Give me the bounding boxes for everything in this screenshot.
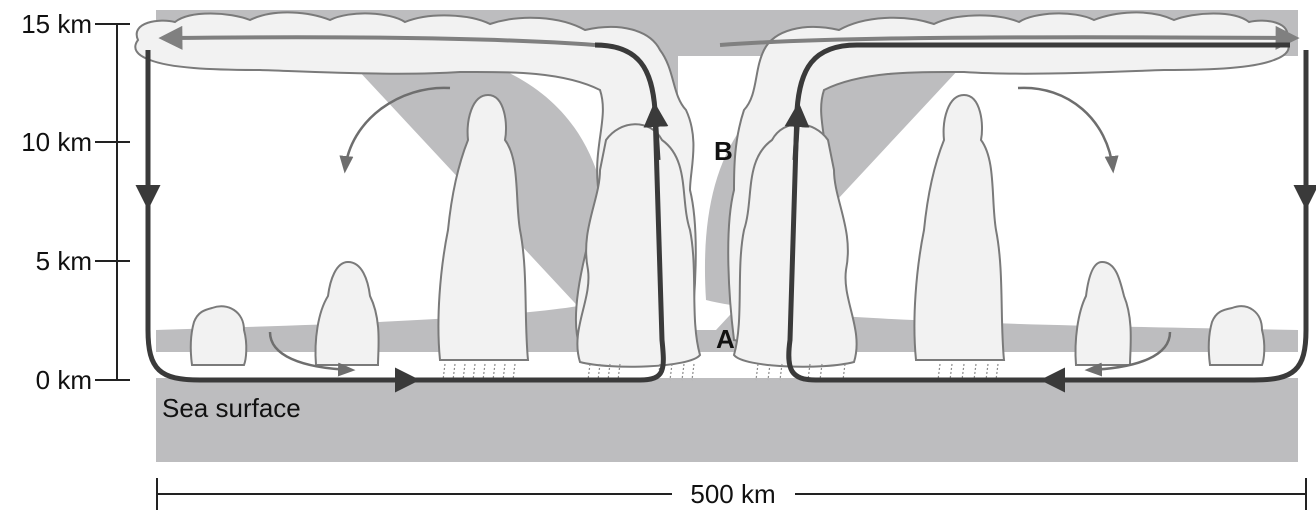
width-scale-label: 500 km	[690, 479, 775, 509]
tick-label-15km: 15 km	[21, 9, 92, 39]
atmosphere-background	[156, 10, 1298, 462]
sea-surface-label: Sea surface	[162, 393, 301, 423]
sea-surface-band	[156, 378, 1298, 462]
tick-label-5km: 5 km	[36, 246, 92, 276]
altitude-tick-labels: 15 km 10 km 5 km 0 km	[21, 9, 92, 395]
altitude-axis	[95, 24, 130, 380]
tick-label-0km: 0 km	[36, 365, 92, 395]
tick-label-10km: 10 km	[21, 127, 92, 157]
point-b-label: B	[714, 136, 733, 166]
point-a-label: A	[716, 324, 735, 354]
